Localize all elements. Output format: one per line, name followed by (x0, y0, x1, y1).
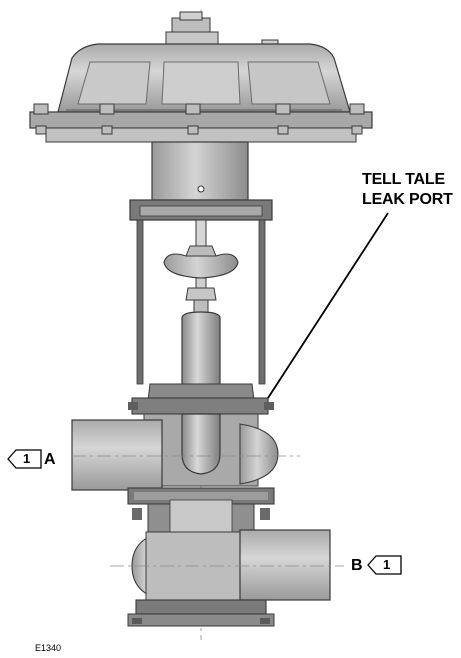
note-number-b: 1 (383, 557, 391, 572)
clamp-lower (127, 599, 275, 627)
port-a-pipe (71, 419, 163, 491)
leak-port-leader-line (267, 212, 389, 399)
callout-line-1: TELL TALE (362, 171, 445, 188)
tell-tale-leak-port-callout: TELL TALE LEAK PORT (362, 170, 453, 210)
bonnet (128, 383, 274, 415)
port-b-label: B (351, 557, 363, 574)
note-number-a: 1 (23, 451, 31, 466)
callout-line-2: LEAK PORT (362, 191, 453, 208)
yoke-block (129, 141, 273, 221)
port-b-pipe (239, 529, 331, 601)
flange-bolts (33, 103, 365, 135)
actuator-cap (165, 11, 279, 49)
port-a-label: A (44, 451, 56, 468)
figure-id: E1340 (35, 643, 62, 653)
lower-body (131, 531, 259, 603)
yoke-legs (136, 219, 266, 385)
flag-note-icon (7, 449, 42, 469)
actuator-housing (57, 43, 351, 113)
flag-note-icon (367, 555, 402, 575)
